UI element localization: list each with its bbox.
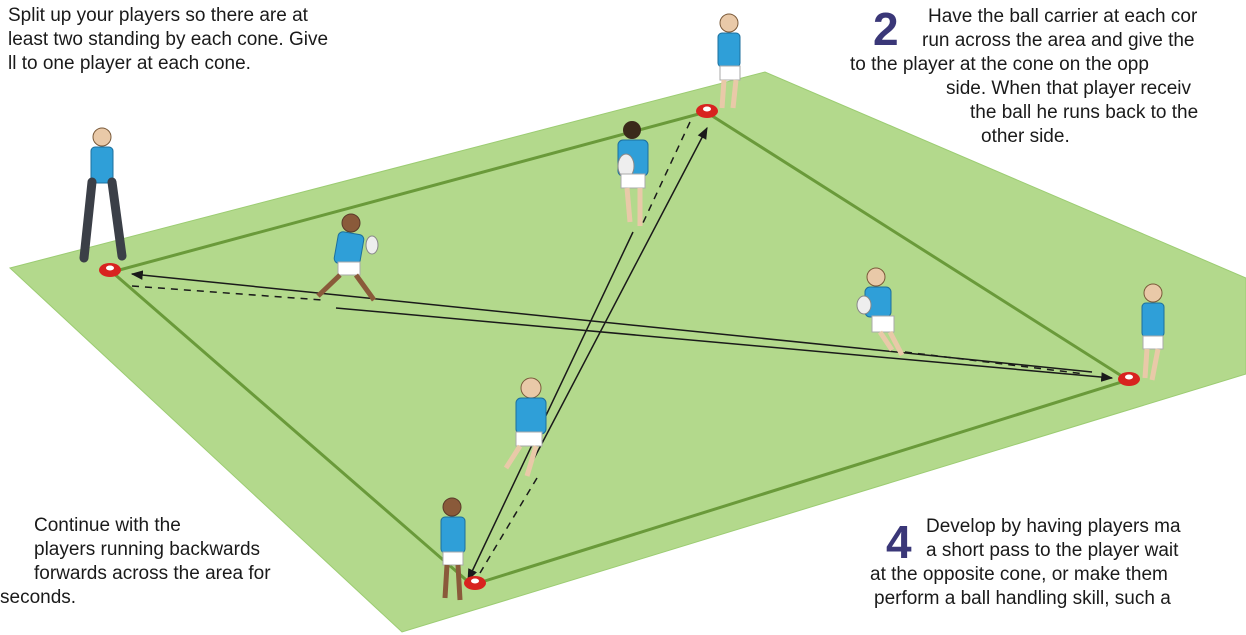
step-1-line: ll to one player at each cone. [8,53,251,74]
step-4-line: Develop by having players ma [926,516,1181,537]
player-standing-bottom [440,497,466,601]
cone-bottom [464,576,486,590]
step-2-text: Have the ball carrier at each cor run ac… [850,5,1246,149]
pass-dash-2 [904,351,1086,375]
step-2-line: side. When that player receiv [946,78,1192,99]
pitch [8,71,1246,633]
step-2-number: 2 [873,3,899,55]
run-lines [130,121,1114,582]
run-arrow-right [335,307,1114,382]
step-3-line: forwards across the area for [34,563,271,584]
pass-dash-4 [479,477,538,574]
step-4-line: perform a ball handling skill, such a [874,588,1171,609]
player-running-ball-top [617,121,649,226]
step-2-line: the ball he runs back to the [970,102,1199,123]
cone-top [696,104,718,118]
pass-dash-3 [641,121,691,226]
cone-right [1118,372,1140,386]
run-arrow-bottom [467,231,634,582]
step-1-text: Split up your players so there are at le… [8,4,328,76]
step-3-line: seconds. [0,587,77,608]
step-2-line: other side. [981,126,1070,147]
step-4-number: 4 [886,516,912,568]
step-4-line: at the opposite cone, or make them [870,564,1168,585]
player-standing-right [1141,283,1165,381]
pass-dash-1 [131,285,323,301]
player-standing-left [79,127,127,263]
step-1-line: Split up your players so there are at [8,5,308,26]
run-arrow-top [527,126,708,471]
step-4-line: a short pass to the player wait [926,540,1179,561]
player-running-left [316,213,379,302]
step-4-text: Develop by having players ma a short pas… [870,515,1246,611]
player-running-bottom [503,377,547,477]
step-3-line: players running backwards [34,539,261,560]
step-2-line: run across the area and give the [922,30,1195,51]
cone-left [99,263,121,277]
player-running-ball-right [856,267,905,357]
step-3-text: Continue with the players running backwa… [0,514,271,610]
step-2-line: Have the ball carrier at each cor [928,6,1198,27]
step-2-line: to the player at the cone on the opp [850,54,1149,75]
player-standing-top [717,13,741,109]
step-3-line: Continue with the [34,515,181,536]
cones [99,104,1140,590]
step-1-line: least two standing by each cone. Give [8,29,329,50]
